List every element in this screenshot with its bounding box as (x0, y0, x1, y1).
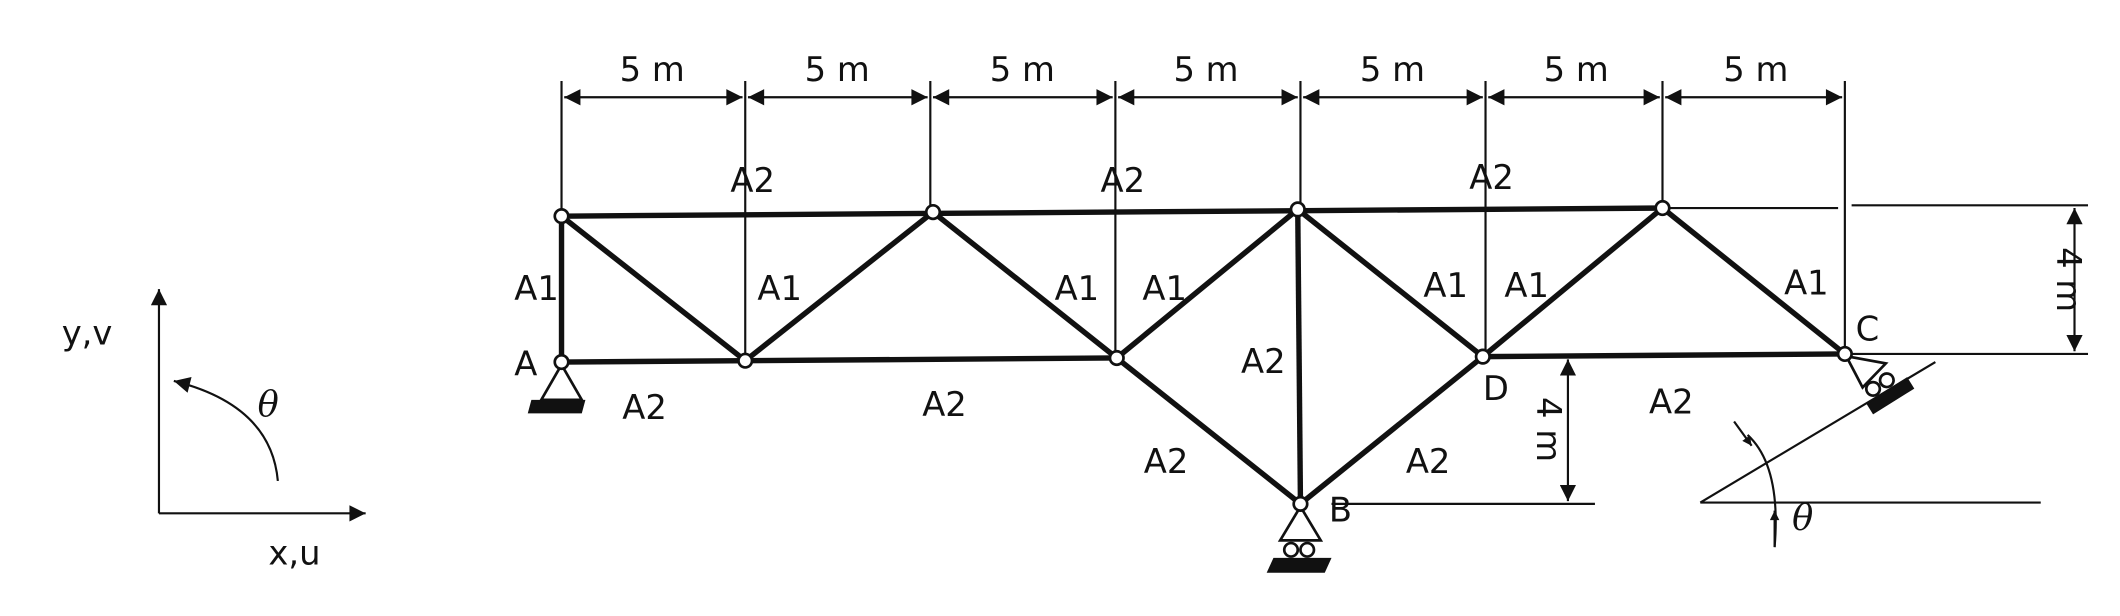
span-label: 5 m (1173, 50, 1238, 89)
incline-angle: θ (1699, 361, 2041, 548)
member-label: A2 (1469, 158, 1514, 197)
incline-theta-label: θ (1792, 498, 1813, 539)
member-label: A2 (922, 385, 967, 424)
support-roller-c (1843, 354, 1915, 415)
span-label: 5 m (990, 50, 1055, 89)
coordinate-axes: y,v x,u θ (62, 289, 366, 573)
member-label: A2 (730, 161, 775, 200)
member-labels: A2 A2 A2 A1 A1 A1 A1 A1 A1 A1 A2 A2 A2 A… (514, 158, 1828, 481)
height-dimensions: 4 m 4 m (1331, 204, 2089, 505)
span-label: 5 m (1360, 50, 1425, 89)
member-label: A2 (1406, 442, 1451, 481)
support-pin-a (527, 362, 586, 414)
support-roller-b (1266, 503, 1332, 573)
theta-arc (173, 377, 279, 482)
member-label: A1 (514, 269, 559, 308)
span-label: 5 m (1544, 50, 1609, 89)
node-c-label: C (1856, 309, 1880, 348)
span-label: 5 m (620, 50, 685, 89)
span-label: 5 m (805, 50, 870, 89)
truss-nodes (553, 199, 1853, 512)
member-label: A1 (1504, 266, 1549, 305)
node-b-label: B (1329, 490, 1352, 529)
theta-label: θ (258, 384, 279, 425)
member-label: A2 (1241, 342, 1286, 381)
member-label: A1 (1055, 269, 1100, 308)
node-a-label: A (514, 345, 537, 384)
member-label: A1 (757, 269, 802, 308)
x-axis-label: x,u (268, 534, 320, 573)
member-label: A1 (1784, 263, 1829, 302)
height-top-label: 4 m (2049, 247, 2088, 312)
node-d-label: D (1483, 369, 1509, 408)
member-label: A2 (1144, 442, 1189, 481)
height-bottom-label: 4 m (1529, 397, 1568, 462)
span-label: 5 m (1723, 50, 1788, 89)
truss-members (558, 205, 1847, 506)
member-label: A1 (1142, 269, 1187, 308)
member-label: A2 (1649, 382, 1694, 421)
member-label: A2 (1101, 161, 1146, 200)
span-dimensions: 5 m 5 m 5 m 5 m 5 m 5 m 5 m (560, 50, 1846, 363)
y-axis-label: y,v (62, 313, 113, 352)
member-label: A1 (1423, 266, 1468, 305)
member-label: A2 (622, 388, 667, 427)
